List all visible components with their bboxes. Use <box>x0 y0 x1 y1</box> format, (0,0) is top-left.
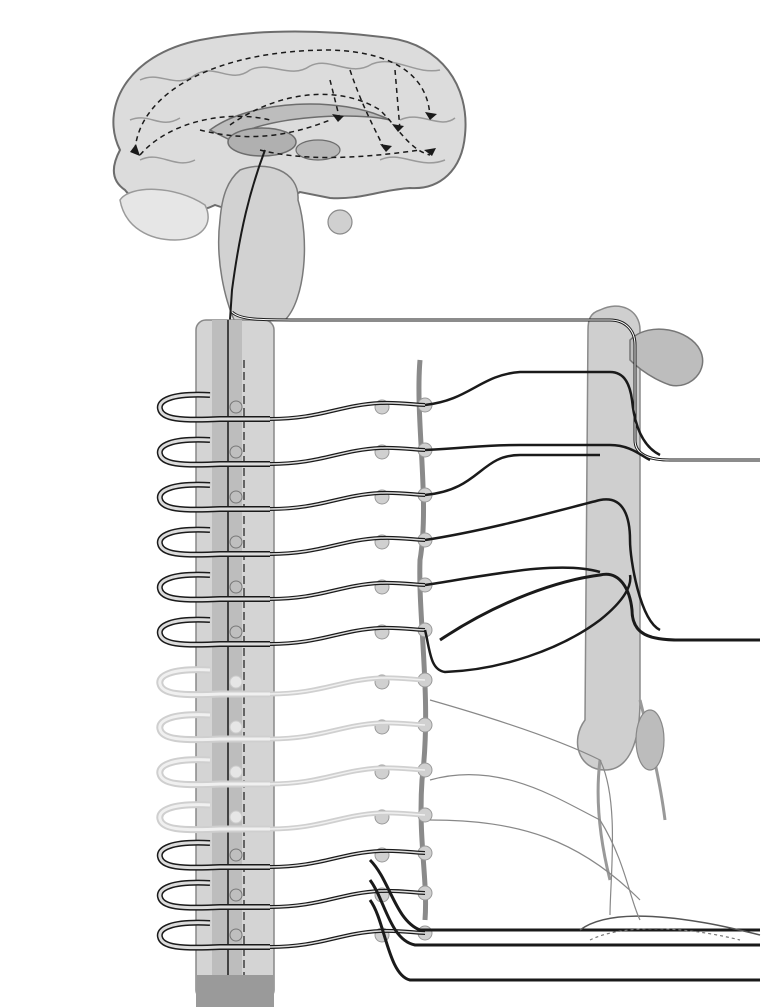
nerve-branch <box>270 723 425 739</box>
kidney-shape <box>636 710 664 770</box>
nerve-branch <box>270 538 425 554</box>
nerve-branch <box>270 448 425 464</box>
pituitary <box>328 210 352 234</box>
postganglionic-fiber <box>425 455 600 495</box>
spinal-cord <box>196 320 274 1007</box>
aorta <box>578 306 703 880</box>
ventral-root-bulb <box>230 889 242 901</box>
ventral-root-bulb <box>230 446 242 458</box>
nerve-branch <box>270 891 425 907</box>
nerve-branch <box>270 851 425 867</box>
ventral-root-bulb <box>230 581 242 593</box>
ventral-root-bulb <box>230 491 242 503</box>
cord-base <box>196 975 274 1007</box>
nerve-branch <box>270 628 425 644</box>
ventral-root-bulb <box>230 676 242 688</box>
ventral-root-bulb <box>230 811 242 823</box>
thalamus <box>228 128 296 156</box>
ventral-root-bulb <box>230 766 242 778</box>
adrenal-cluster <box>630 329 703 386</box>
nerve-branch <box>270 493 425 509</box>
ventral-root-bulb <box>230 401 242 413</box>
nerve-branch <box>270 403 425 419</box>
nerve-branch <box>270 813 425 829</box>
ventral-root-bulb <box>230 929 242 941</box>
nerve-branch <box>270 678 425 694</box>
ventral-root-bulb <box>230 849 242 861</box>
postganglionic-fiber <box>425 568 600 585</box>
brain <box>113 32 465 323</box>
ventral-root-bulb <box>230 626 242 638</box>
nerve-branch <box>270 583 425 599</box>
ventral-root-bulb <box>230 721 242 733</box>
nerve-branch <box>270 768 425 784</box>
ventral-root-bulb <box>230 536 242 548</box>
